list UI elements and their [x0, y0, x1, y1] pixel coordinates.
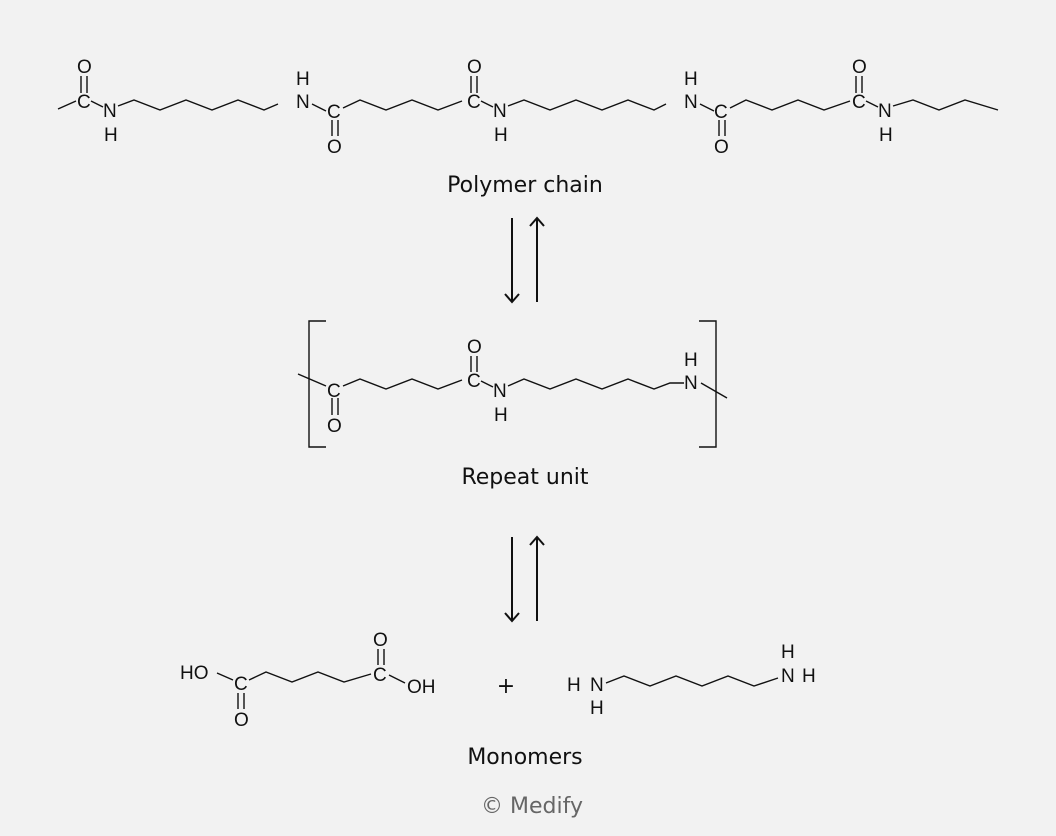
atom-N: N — [878, 101, 892, 122]
atom-H: H — [590, 698, 604, 719]
atom-HO: HO — [180, 663, 209, 684]
atom-N: N — [296, 92, 310, 113]
atom-C: C — [77, 92, 91, 113]
atom-H: H — [781, 642, 795, 663]
adipic-acid-structure: HO C O O C OH — [180, 630, 436, 731]
atom-O: O — [467, 337, 482, 358]
atom-O: O — [467, 57, 482, 78]
polymer-chain-caption: Polymer chain — [447, 173, 603, 198]
atom-H: H — [879, 125, 893, 146]
atom-O: O — [373, 630, 388, 651]
atom-H: H — [494, 405, 508, 426]
atom-O: O — [714, 137, 729, 158]
atom-N: N — [684, 373, 698, 394]
atom-H: H — [684, 69, 698, 90]
repeat-unit-caption: Repeat unit — [461, 465, 588, 490]
atom-N: N — [103, 101, 117, 122]
atom-O: O — [852, 57, 867, 78]
atom-OH: OH — [407, 677, 436, 698]
atom-H: H — [684, 350, 698, 371]
atom-N: N — [590, 675, 604, 696]
atom-H: H — [296, 69, 310, 90]
atom-N: N — [684, 92, 698, 113]
atom-C: C — [327, 381, 341, 402]
atom-O: O — [327, 137, 342, 158]
polymer-chain-structure: O C N H H N C O O C N H H N C O O C N H — [57, 57, 999, 158]
hexamethylenediamine-structure: H N H H N H — [567, 642, 816, 719]
atom-O: O — [234, 710, 249, 731]
atom-C: C — [714, 102, 728, 123]
atom-C: C — [467, 371, 481, 392]
atom-C: C — [327, 102, 341, 123]
atom-H: H — [104, 125, 118, 146]
atom-C: C — [852, 92, 866, 113]
atom-H: H — [567, 675, 581, 696]
atom-N: N — [493, 381, 507, 402]
monomers-caption: Monomers — [467, 745, 582, 770]
atom-H: H — [802, 666, 816, 687]
copyright-credit: © Medify — [481, 794, 583, 819]
plus-sign: + — [497, 674, 515, 699]
atom-C: C — [467, 92, 481, 113]
atom-C: C — [373, 665, 387, 686]
atom-H: H — [494, 125, 508, 146]
equilibrium-arrows — [504, 535, 545, 623]
repeat-unit-structure: C O O C N H H N — [297, 320, 728, 448]
atom-N: N — [493, 101, 507, 122]
atom-O: O — [327, 416, 342, 437]
equilibrium-arrows — [504, 216, 545, 304]
atom-N: N — [781, 666, 795, 687]
atom-C: C — [234, 674, 248, 695]
atom-O: O — [77, 57, 92, 78]
